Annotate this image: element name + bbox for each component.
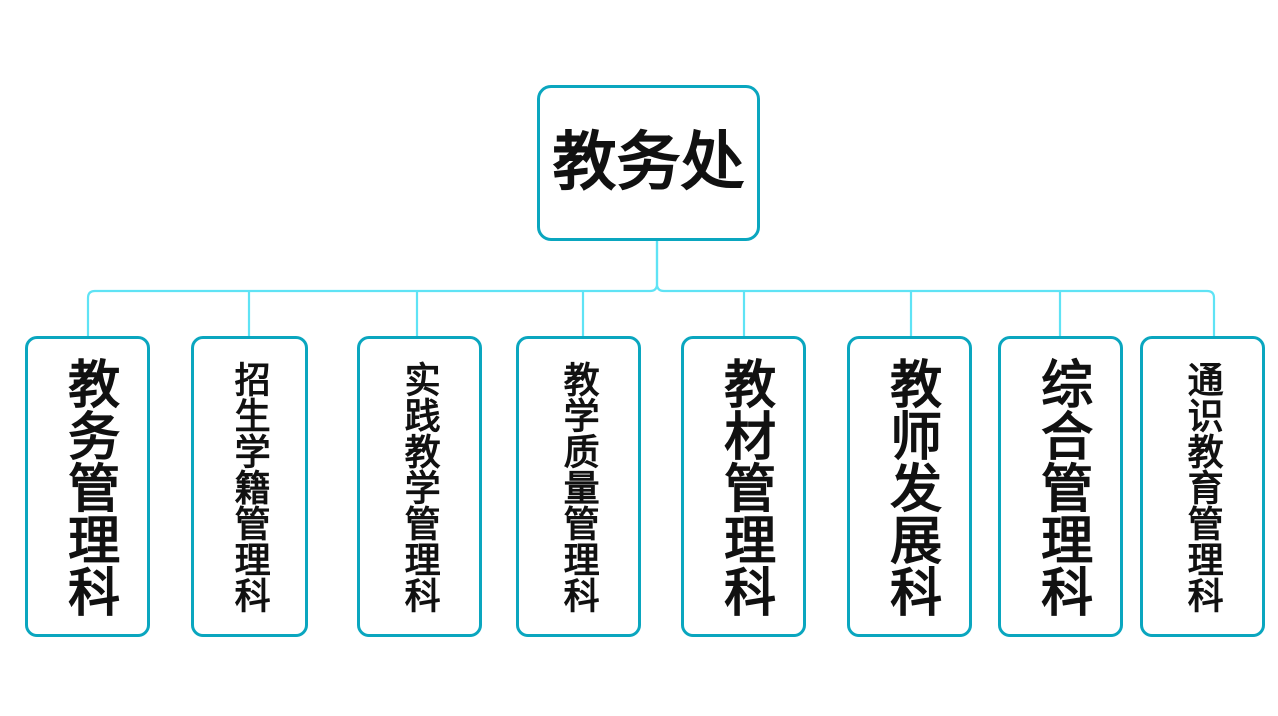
node-child-5[interactable]: 教材管理科 xyxy=(681,336,806,637)
node-child-1-label: 教务管理科 xyxy=(59,356,117,617)
connector-bus-right xyxy=(664,289,1216,336)
node-child-8-label: 通识教育管理科 xyxy=(1182,360,1223,613)
connector-root-drop-right xyxy=(655,241,665,293)
node-child-3-label: 实践教学管理科 xyxy=(399,360,440,613)
node-child-1[interactable]: 教务管理科 xyxy=(25,336,150,637)
node-child-4-label: 教学质量管理科 xyxy=(558,360,599,613)
node-child-3[interactable]: 实践教学管理科 xyxy=(357,336,482,637)
node-child-6-label: 教师发展科 xyxy=(881,356,939,617)
connector-root-drop xyxy=(649,241,659,293)
node-child-2[interactable]: 招生学籍管理科 xyxy=(191,336,308,637)
node-child-5-label: 教材管理科 xyxy=(715,356,773,617)
node-child-4[interactable]: 教学质量管理科 xyxy=(516,336,641,637)
node-child-6[interactable]: 教师发展科 xyxy=(847,336,972,637)
node-child-7[interactable]: 综合管理科 xyxy=(998,336,1123,637)
node-child-2-label: 招生学籍管理科 xyxy=(229,360,270,613)
node-child-7-label: 综合管理科 xyxy=(1032,356,1090,617)
node-root-label: 教务处 xyxy=(552,127,745,199)
node-root[interactable]: 教务处 xyxy=(537,85,760,241)
connector-bus-left xyxy=(86,289,650,336)
node-child-8[interactable]: 通识教育管理科 xyxy=(1140,336,1265,637)
